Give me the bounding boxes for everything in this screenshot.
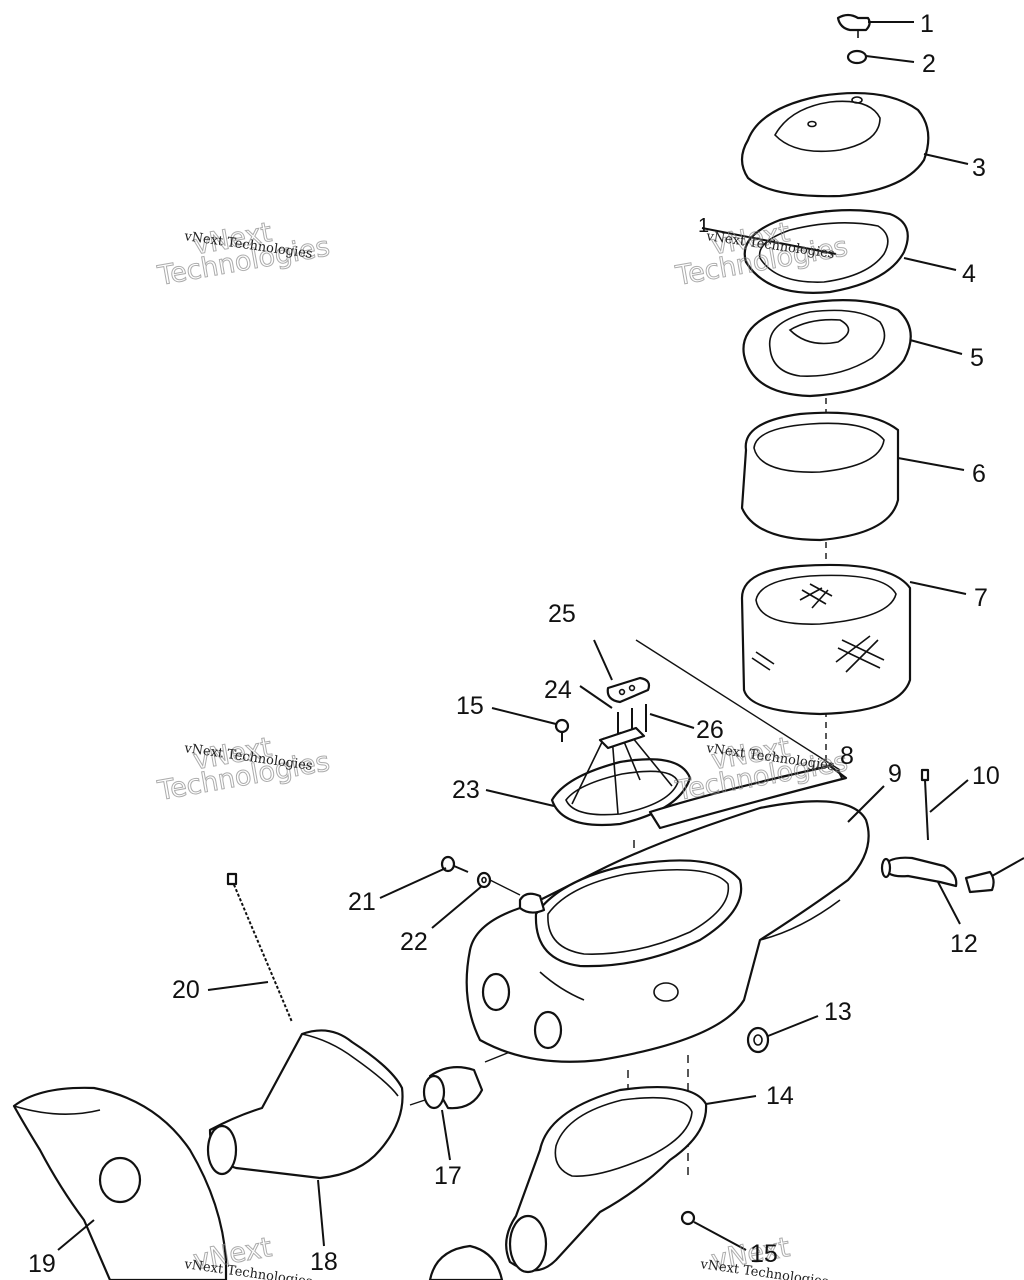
callout-19: 19 bbox=[28, 1250, 56, 1278]
callout-15: 15 bbox=[456, 692, 484, 720]
airbox-body-part bbox=[465, 800, 870, 1063]
callout-23: 23 bbox=[452, 776, 480, 804]
callout-5: 5 bbox=[970, 344, 984, 372]
bolt-part bbox=[440, 855, 469, 873]
callout-labels: 1 2 3 4 5 6 7 8 9 10 12 13 14 15 17 18 1… bbox=[28, 10, 1000, 1278]
lock-washer-part bbox=[476, 871, 492, 889]
screw-lower-part bbox=[680, 1210, 696, 1226]
callout-6: 6 bbox=[972, 460, 986, 488]
callout-4: 4 bbox=[962, 260, 976, 288]
gasket-part bbox=[701, 209, 909, 294]
air-filter-element-part bbox=[740, 563, 912, 716]
breather-hose-part bbox=[880, 856, 1024, 894]
callout-17: 17 bbox=[434, 1162, 462, 1190]
callout-20: 20 bbox=[172, 976, 200, 1004]
callout-7: 7 bbox=[974, 584, 988, 612]
callout-2: 2 bbox=[922, 50, 936, 78]
strap-part bbox=[226, 872, 293, 1023]
callout-13: 13 bbox=[824, 998, 852, 1026]
callout-3: 3 bbox=[972, 154, 986, 182]
callout-12: 12 bbox=[950, 930, 978, 958]
base-gasket-part bbox=[648, 764, 848, 830]
callout-25: 25 bbox=[548, 600, 576, 628]
callout-18: 18 bbox=[310, 1248, 338, 1276]
watermark-top-right: vNext Technologies bbox=[672, 217, 850, 293]
callout-15-bottom: 15 bbox=[750, 1240, 778, 1268]
wing-nut-part bbox=[836, 13, 871, 38]
callout-26: 26 bbox=[696, 716, 724, 744]
mounting-plate-part bbox=[606, 676, 651, 704]
screw-upper-part bbox=[554, 718, 570, 742]
grommet-part bbox=[746, 1026, 770, 1054]
filter-cage-part bbox=[550, 726, 692, 827]
callout-22: 22 bbox=[400, 928, 428, 956]
heat-shield-part bbox=[12, 1086, 228, 1280]
filter-seal-part bbox=[742, 299, 912, 398]
callout-24: 24 bbox=[544, 676, 572, 704]
clip-part bbox=[920, 768, 930, 841]
leader-lines bbox=[57, 21, 969, 1251]
washer-part bbox=[846, 49, 868, 65]
callout-21: 21 bbox=[348, 888, 376, 916]
intake-duct-part bbox=[206, 1029, 404, 1180]
foam-prefilter-part bbox=[740, 411, 900, 542]
cap-part bbox=[428, 1244, 504, 1280]
callout-1: 1 bbox=[920, 10, 934, 38]
callout-10: 10 bbox=[972, 762, 1000, 790]
callout-1-tag: 1 bbox=[698, 215, 709, 237]
callout-14: 14 bbox=[766, 1082, 794, 1110]
intake-boot-part bbox=[505, 1085, 708, 1274]
coupler-part bbox=[422, 1065, 484, 1110]
callout-9: 9 bbox=[888, 760, 902, 788]
callout-8: 8 bbox=[840, 742, 854, 770]
airbox-cover-part bbox=[740, 91, 930, 198]
